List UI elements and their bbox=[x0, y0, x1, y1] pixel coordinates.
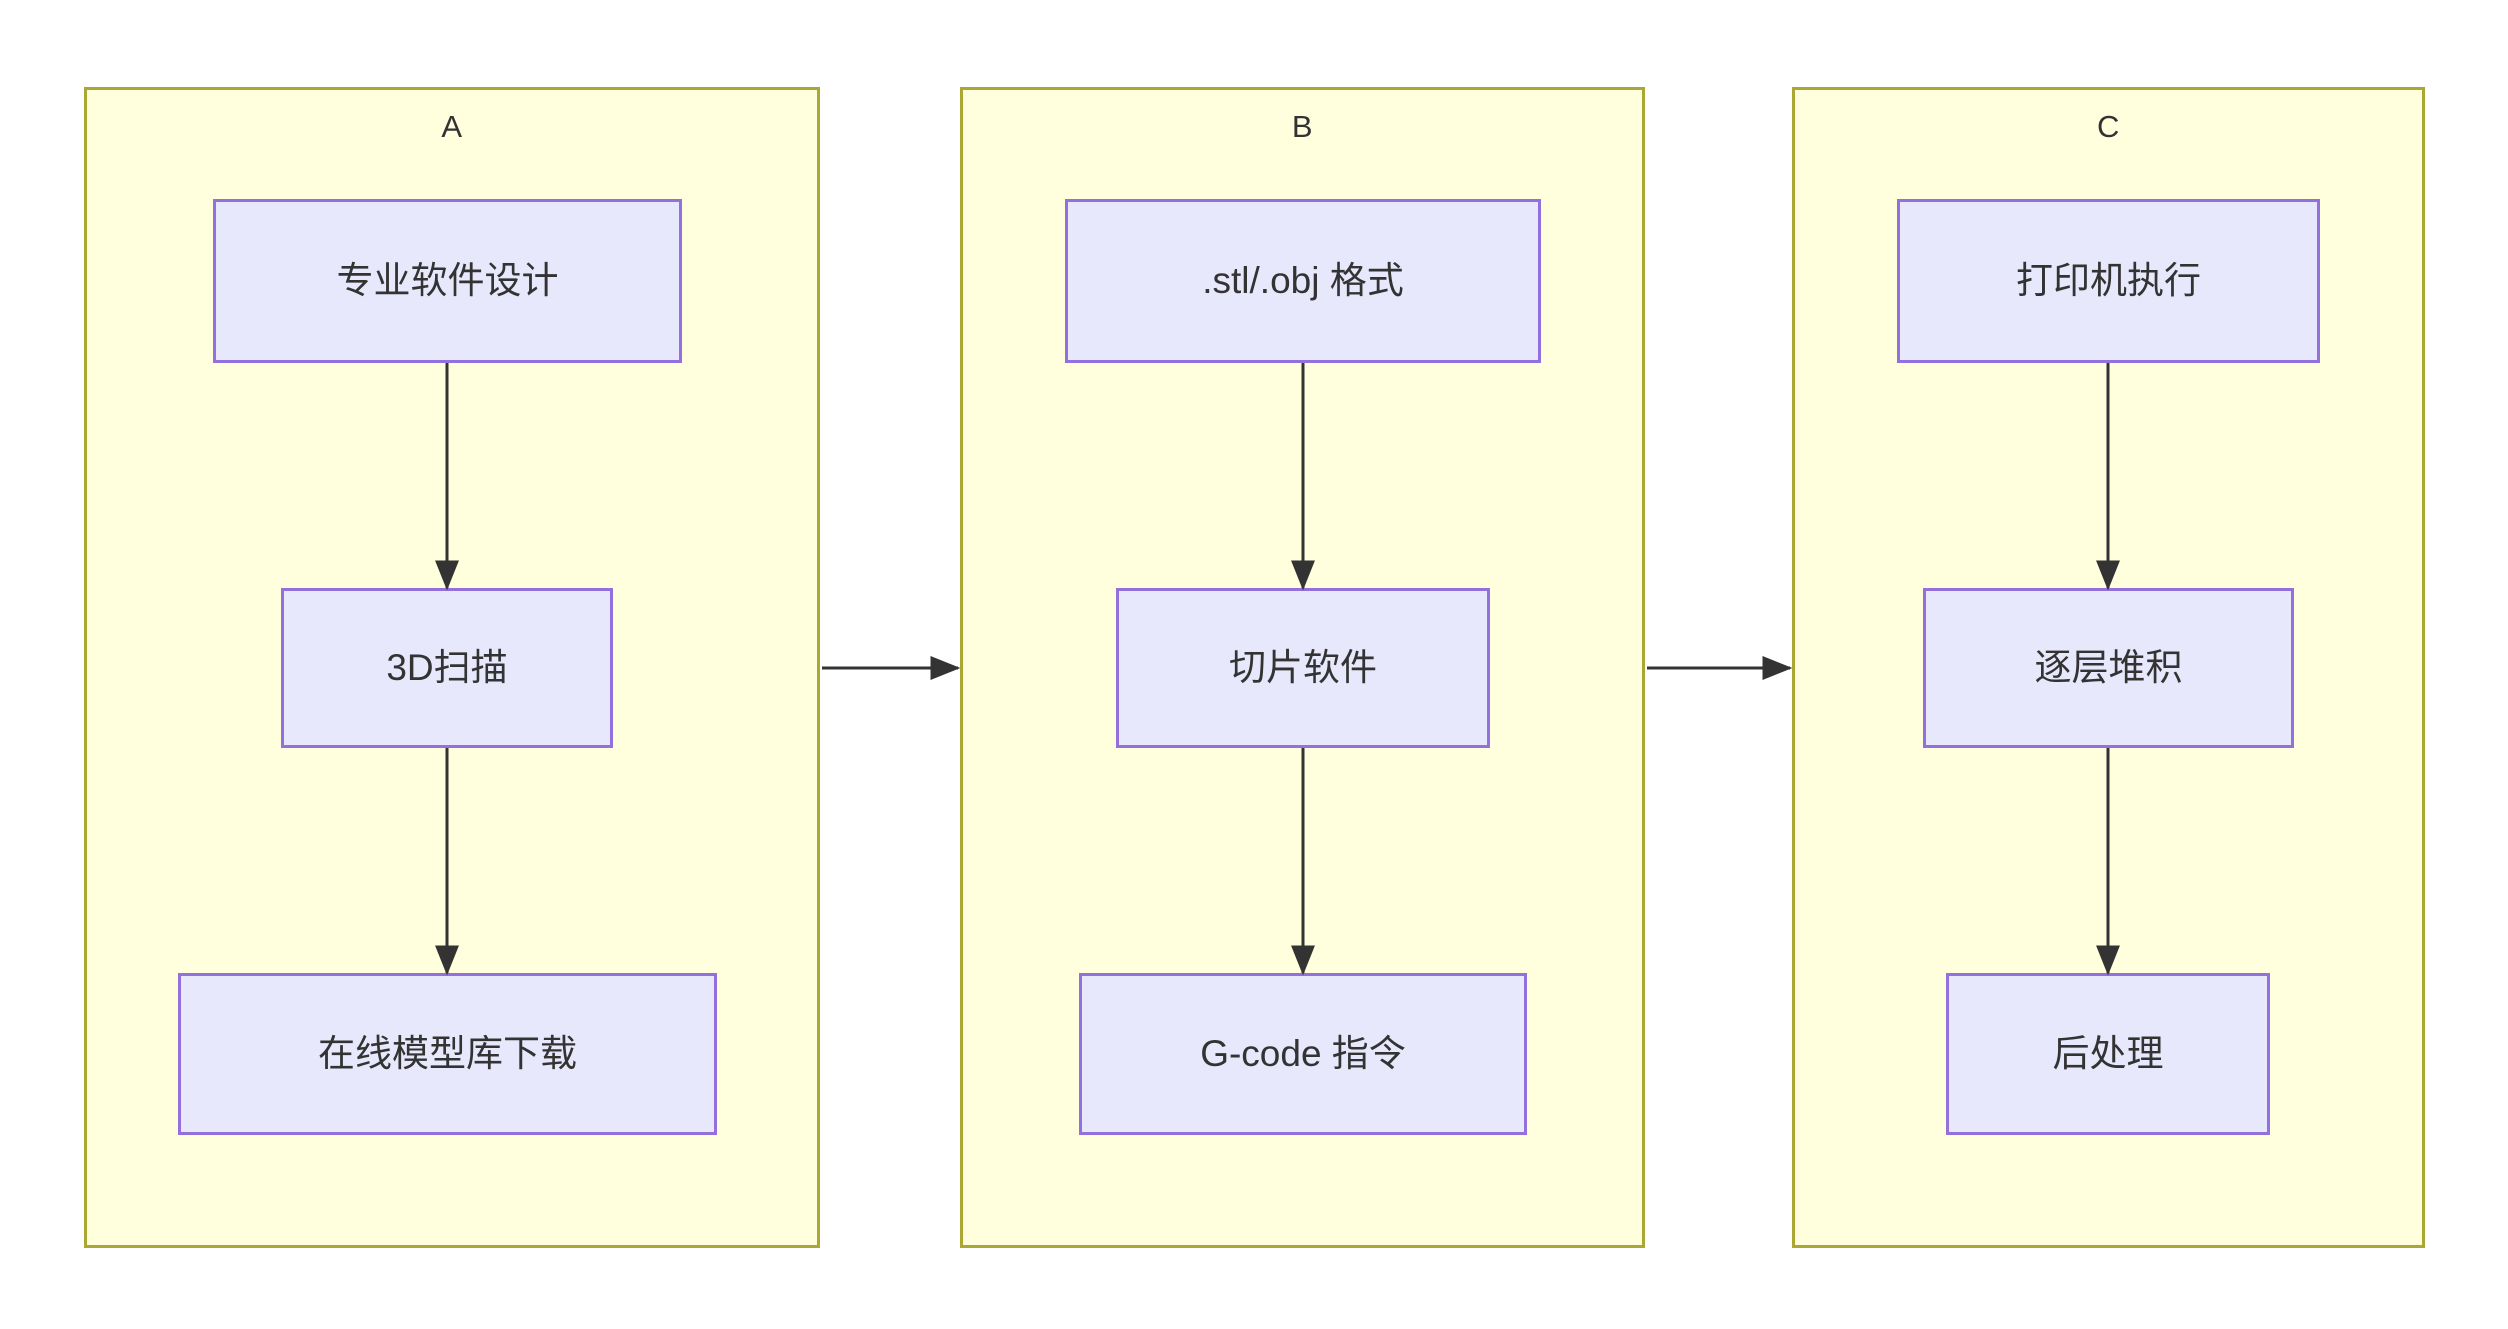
cluster-label-c: C bbox=[2097, 109, 2120, 144]
node-b3[interactable]: G-code 指令 bbox=[1079, 973, 1527, 1135]
node-label-c2: 逐层堆积 bbox=[2034, 646, 2183, 688]
node-c2[interactable]: 逐层堆积 bbox=[1923, 588, 2294, 748]
node-a3[interactable]: 在线模型库下载 bbox=[178, 973, 717, 1135]
node-a2[interactable]: 3D扫描 bbox=[281, 588, 613, 748]
node-c1[interactable]: 打印机执行 bbox=[1897, 199, 2320, 363]
cluster-label-b: B bbox=[1291, 109, 1314, 144]
node-b1[interactable]: .stl/.obj 格式 bbox=[1065, 199, 1541, 363]
node-label-c3: 后处理 bbox=[2052, 1032, 2164, 1074]
node-c3[interactable]: 后处理 bbox=[1946, 973, 2270, 1135]
node-label-b3: G-code 指令 bbox=[1200, 1032, 1406, 1074]
node-b2[interactable]: 切片软件 bbox=[1116, 588, 1490, 748]
node-a1[interactable]: 专业软件设计 bbox=[213, 199, 682, 363]
node-label-a3: 在线模型库下载 bbox=[318, 1032, 577, 1074]
node-label-b1: .stl/.obj 格式 bbox=[1202, 259, 1404, 301]
node-label-a2: 3D扫描 bbox=[386, 646, 508, 688]
node-label-c1: 打印机执行 bbox=[2016, 259, 2201, 301]
node-label-b2: 切片软件 bbox=[1229, 646, 1377, 688]
node-label-a1: 专业软件设计 bbox=[336, 259, 559, 301]
cluster-label-a: A bbox=[441, 109, 463, 144]
